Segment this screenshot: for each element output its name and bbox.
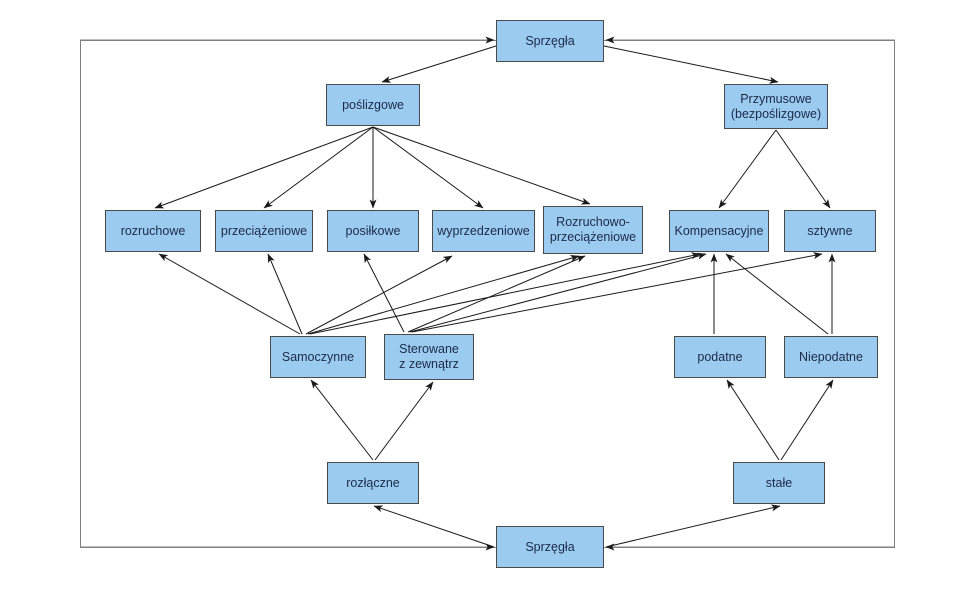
edge-samoczynne-to-rozruch_przec xyxy=(307,254,580,335)
edge-samoczynne-to-wyprzedzeniowe xyxy=(305,255,453,335)
edge-poslizgowe-to-rozruch_przec xyxy=(372,126,591,205)
edge-sprzegla_bottom-to-rozlaczne xyxy=(373,505,495,548)
edge-rozlaczne-to-samoczynne xyxy=(310,379,374,461)
edge-samoczynne-to-kompensacyjne xyxy=(309,252,701,335)
edge-przymusowe-to-kompensacyjne xyxy=(718,129,777,209)
edge-poslizgowe-to-przeciazeniowe xyxy=(263,126,374,209)
node-rozruch_przec[interactable]: Rozruchowo- przeciążeniowe xyxy=(543,206,643,254)
node-samoczynne[interactable]: Samoczynne xyxy=(270,336,366,378)
edge-samoczynne-to-przeciazeniowe xyxy=(267,253,303,335)
node-rozruchowe[interactable]: rozruchowe xyxy=(105,210,201,252)
edge-stale-to-niepodatne xyxy=(780,379,834,461)
node-sprzegla_bottom[interactable]: Sprzęgła xyxy=(496,526,604,568)
node-poslizgowe[interactable]: poślizgowe xyxy=(326,84,420,126)
node-sprzegla_top[interactable]: Sprzęgła xyxy=(496,20,604,62)
edge-rozlaczne-to-sterowane xyxy=(374,381,434,461)
edge-samoczynne-to-rozruchowe xyxy=(158,253,301,335)
edge-poslizgowe-to-rozruchowe xyxy=(154,126,374,209)
node-przeciazeniowe[interactable]: przeciążeniowe xyxy=(215,210,313,252)
edge-sterowane-to-sztywne xyxy=(411,252,823,333)
node-kompensacyjne[interactable]: Kompensacyjne xyxy=(669,210,769,252)
edge-niepodatne-to-kompensacyjne xyxy=(725,253,829,335)
node-stale[interactable]: stałe xyxy=(733,462,825,504)
edge-sterowane-to-kompensacyjne xyxy=(409,252,707,333)
node-podatne[interactable]: podatne xyxy=(674,336,766,378)
edge-sterowane-to-rozruch_przec xyxy=(407,255,586,333)
edge-sprzegla_bottom-to-stale xyxy=(605,504,781,548)
node-sztywne[interactable]: sztywne xyxy=(784,210,876,252)
node-wyprzedzeniowe[interactable]: wyprzedzeniowe xyxy=(432,210,535,252)
node-przymusowe[interactable]: Przymusowe (bezpoślizgowe) xyxy=(724,84,828,129)
edge-przymusowe-to-sztywne xyxy=(775,129,831,209)
node-sterowane[interactable]: Sterowane z zewnątrz xyxy=(384,334,474,380)
edge-stale-to-podatne xyxy=(726,379,780,461)
node-niepodatne[interactable]: Niepodatne xyxy=(784,336,878,378)
edge-sprzegla_top-to-poslizgowe xyxy=(381,45,497,83)
edge-sterowane-to-posilkowe xyxy=(363,253,405,333)
edge-sprzegla_top-to-przymusowe xyxy=(603,45,779,84)
node-rozlaczne[interactable]: rozłączne xyxy=(327,462,419,504)
edge-poslizgowe-to-wyprzedzeniowe xyxy=(372,126,484,209)
node-posilkowe[interactable]: posiłkowe xyxy=(327,210,419,252)
